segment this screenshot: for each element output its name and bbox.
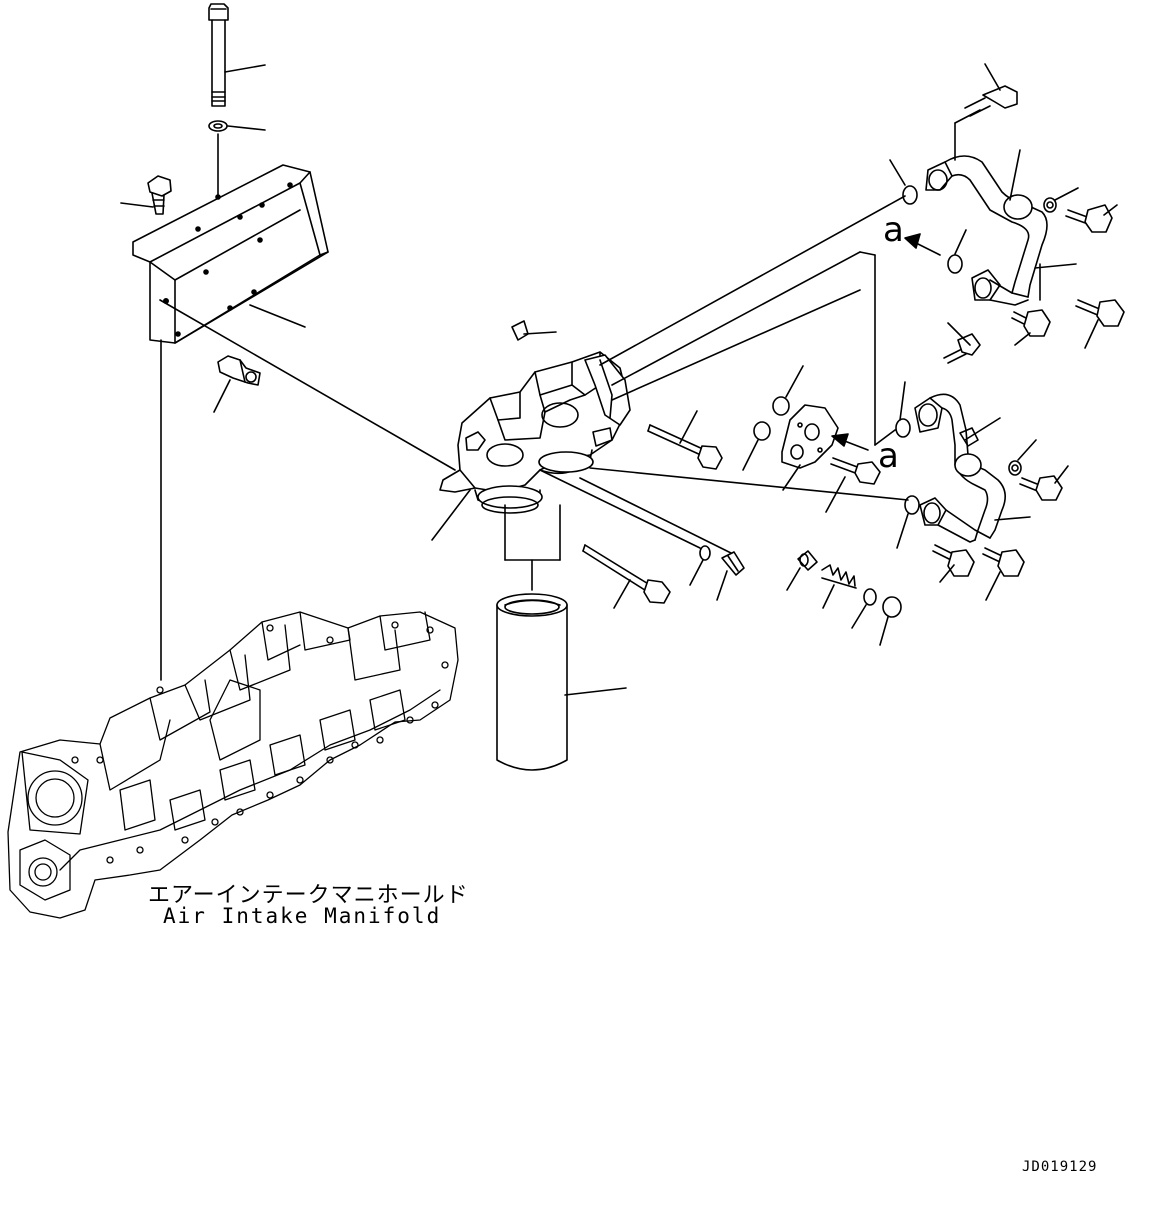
center-line [611, 251, 861, 386]
leader-line [964, 417, 1001, 441]
center-line [539, 469, 701, 549]
leader-line [689, 559, 704, 586]
flange-bolt-part [964, 85, 1018, 117]
seal-ring-part [863, 588, 877, 606]
leader-line [851, 604, 867, 629]
flange-bolt-part [217, 355, 261, 386]
leader-line [213, 379, 231, 413]
leader-line [1054, 465, 1069, 484]
leader-line [1084, 319, 1099, 349]
leader-line [224, 64, 266, 73]
long-bolt-part [208, 3, 229, 107]
leader-line [879, 616, 889, 646]
center-line [599, 195, 906, 366]
view-marker-a-lower: a [878, 436, 899, 476]
leader-line [679, 410, 698, 444]
view-arrow-icon [904, 233, 941, 256]
leader-line [994, 516, 1031, 521]
fuel-tube-lower-part [914, 393, 1006, 543]
flange-bolt-part [982, 547, 1025, 577]
leader-line [899, 381, 906, 421]
leader-line [716, 570, 728, 601]
center-line [874, 429, 896, 446]
leader-line [822, 584, 835, 609]
leader-line [896, 513, 909, 549]
washer-part [1008, 460, 1022, 476]
leader-line [985, 571, 1001, 601]
filter-cartridge-part [496, 504, 568, 771]
fuel-tube-upper-part [925, 155, 1048, 306]
leader-line [984, 63, 1001, 91]
leader-line [227, 125, 266, 131]
leader-line [1014, 332, 1031, 346]
leader-line [947, 322, 971, 346]
flange-bolt-part [830, 457, 881, 485]
spring-part [821, 564, 857, 589]
plug-part [721, 551, 745, 576]
center-line [159, 299, 456, 471]
adapter-plate-part [781, 404, 839, 469]
flange-bolt-part [147, 175, 172, 215]
filter-head-part [439, 320, 631, 514]
leader-line [1034, 263, 1077, 269]
leader-line [786, 567, 801, 591]
leader-line [1054, 187, 1079, 201]
leader-line [120, 202, 154, 208]
manifold-label-japanese: エアーインテークマニホールド [148, 883, 469, 908]
long-bolt-part [582, 544, 671, 604]
flange-bolt-part [1011, 309, 1051, 337]
leader-line [742, 439, 759, 471]
drawing-number: JD019129 [1022, 1159, 1098, 1175]
valve-part [797, 550, 818, 571]
leader-line [1009, 149, 1021, 201]
leader-line [1103, 204, 1118, 216]
leader-line [782, 464, 801, 491]
flange-bolt-part [932, 544, 975, 577]
leader-line [954, 229, 967, 255]
center-line [954, 109, 981, 124]
leader-line [431, 489, 471, 541]
center-line [589, 467, 909, 501]
leader-line [785, 365, 804, 398]
leader-line [523, 331, 557, 335]
view-marker-a-upper: a [883, 210, 904, 250]
seal-ring-part [904, 495, 920, 515]
flange-bolt-part [1019, 475, 1063, 501]
leader-line [825, 476, 846, 513]
seal-ring-part [895, 418, 911, 438]
plug-part [882, 596, 902, 618]
seal-ring-part [753, 421, 771, 441]
seal-ring-part [772, 396, 790, 416]
seal-ring-part [699, 545, 711, 561]
leader-line [564, 687, 627, 696]
leader-line [889, 159, 906, 186]
flange-bolt-part [943, 333, 981, 364]
washer-part [1043, 197, 1057, 213]
manifold-label-english: Air Intake Manifold [163, 904, 442, 928]
air-intake-manifold-part [7, 611, 459, 919]
center-line [579, 477, 736, 556]
leader-line [1017, 439, 1037, 461]
view-arrow-icon [831, 433, 869, 451]
flange-bolt-part [1065, 204, 1113, 233]
center-line [611, 289, 861, 401]
flange-bolt-part [1075, 299, 1125, 327]
washer-part [208, 120, 228, 132]
center-line [859, 251, 876, 256]
leader-line [939, 564, 955, 583]
leader-line [613, 579, 631, 609]
seal-ring-part [902, 185, 918, 205]
mounting-bracket-part [132, 164, 329, 344]
leader-line [249, 304, 306, 328]
long-bolt-part [647, 424, 723, 470]
seal-ring-part [947, 254, 963, 274]
